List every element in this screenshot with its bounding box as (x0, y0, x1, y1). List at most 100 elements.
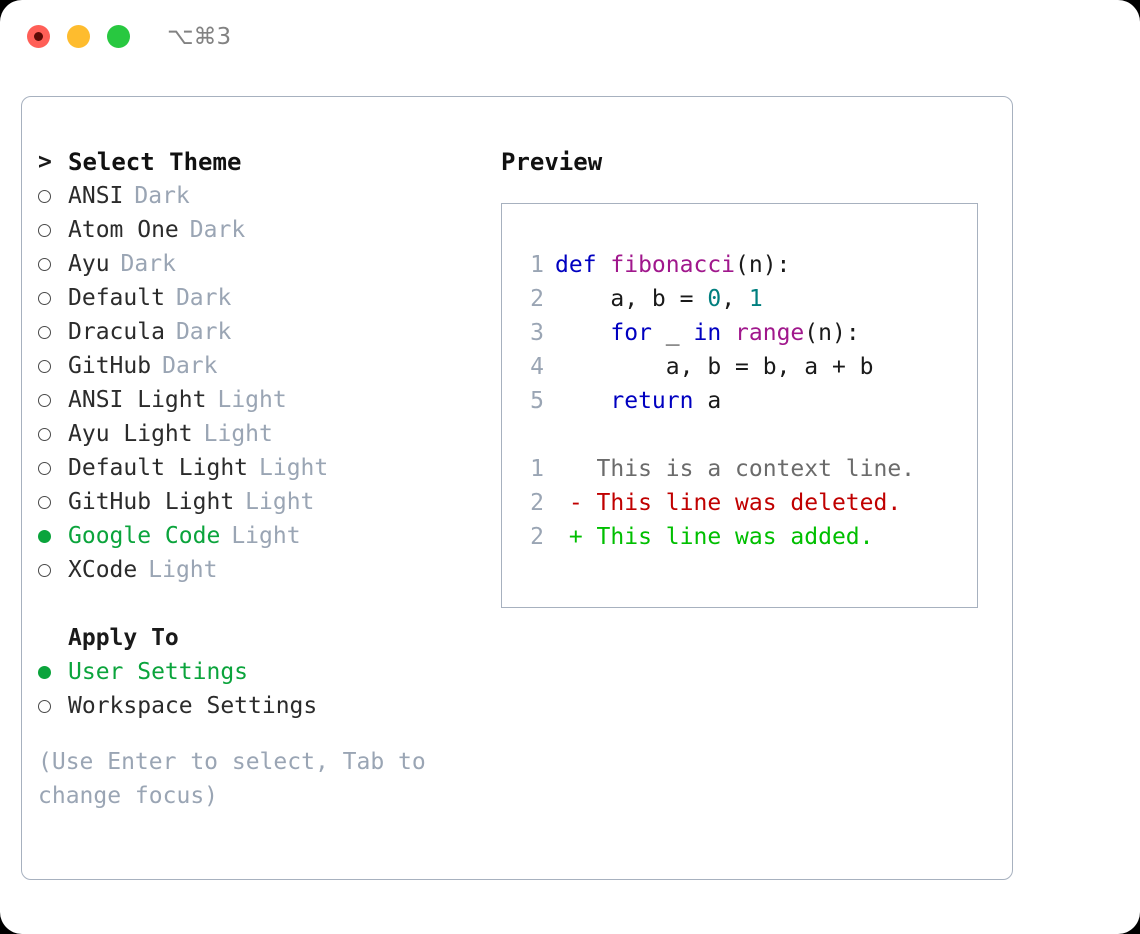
apply-to-option-workspace-settings[interactable]: Workspace Settings (38, 689, 488, 723)
code-token: a, b = (555, 286, 708, 312)
line-number: 5 (530, 388, 544, 414)
prompt-marker-icon: > (38, 149, 52, 175)
diff-line-del: 2 - This line was deleted. (518, 486, 915, 520)
code-token: fibonacci (610, 252, 736, 278)
keyboard-shortcut-label: ⌥⌘3 (167, 24, 232, 50)
theme-name: XCode (68, 557, 138, 583)
radio-unselected-icon (38, 359, 68, 373)
radio-glyph (38, 393, 51, 407)
theme-name: Default (68, 285, 165, 311)
theme-name: Google Code (68, 523, 221, 549)
zoom-button[interactable] (107, 25, 130, 48)
theme-option-ansi-light[interactable]: ANSI Light Light (38, 383, 488, 417)
line-number: 2 (530, 286, 544, 312)
theme-variant-badge: Dark (175, 319, 232, 345)
radio-unselected-icon (38, 461, 68, 475)
radio-unselected-icon (38, 393, 68, 407)
theme-variant-badge: Dark (134, 183, 190, 209)
code-token: , (721, 286, 749, 312)
radio-unselected-icon (38, 699, 68, 713)
theme-option-github[interactable]: GitHub Dark (38, 349, 488, 383)
preview-heading: Preview (501, 148, 603, 176)
code-token: (n): (804, 320, 860, 346)
radio-glyph (38, 427, 51, 441)
close-button[interactable] (27, 25, 50, 48)
code-token: (n): (735, 252, 791, 278)
minimize-button[interactable] (67, 25, 90, 48)
line-number: 2 (530, 490, 544, 516)
code-line: 5 return a (518, 384, 915, 418)
theme-name: Atom One (68, 217, 179, 243)
theme-variant-badge: Light (217, 387, 287, 413)
radio-unselected-icon (38, 291, 68, 305)
theme-option-dracula[interactable]: Dracula Dark (38, 315, 488, 349)
radio-glyph (38, 461, 51, 475)
radio-glyph (38, 665, 51, 679)
diff-line-add: 2 + This line was added. (518, 520, 915, 554)
diff-line-text: This is a context line. (555, 456, 916, 482)
code-token (555, 320, 610, 346)
radio-glyph (38, 189, 51, 203)
code-diff-separator (518, 418, 915, 452)
theme-option-xcode[interactable]: XCode Light (38, 553, 488, 587)
theme-name: Dracula (68, 319, 165, 345)
theme-option-google-code[interactable]: Google Code Light (38, 519, 488, 553)
list-spacer (38, 587, 488, 621)
title-bar: ⌥⌘3 (0, 0, 1140, 76)
window-controls (27, 25, 130, 48)
radio-unselected-icon (38, 563, 68, 577)
line-number: 4 (530, 354, 544, 380)
code-line: 2 a, b = 0, 1 (518, 282, 915, 316)
line-number: 3 (530, 320, 544, 346)
radio-unselected-icon (38, 189, 68, 203)
radio-glyph (38, 325, 51, 339)
radio-glyph (38, 359, 51, 373)
apply-to-label-text: User Settings (68, 659, 249, 685)
theme-variant-badge: Light (148, 557, 218, 583)
radio-unselected-icon (38, 257, 68, 271)
radio-selected-icon (38, 529, 68, 543)
diff-line-ctx: 1 This is a context line. (518, 452, 915, 486)
line-number: 2 (530, 524, 544, 550)
theme-option-ansi[interactable]: ANSI Dark (38, 179, 488, 213)
code-token (555, 388, 610, 414)
theme-variant-badge: Dark (162, 353, 218, 379)
radio-glyph (38, 699, 51, 713)
theme-name: ANSI (68, 183, 124, 209)
code-line: 3 for _ in range(n): (518, 316, 915, 350)
code-token: def (555, 252, 611, 278)
code-token: in (693, 320, 722, 346)
apply-to-heading: Apply To (38, 621, 488, 655)
theme-name: GitHub (68, 353, 152, 379)
code-token: 0 (707, 286, 722, 312)
line-number: 1 (530, 456, 544, 482)
code-token: a, b = b, a + b (555, 354, 874, 380)
apply-to-option-user-settings[interactable]: User Settings (38, 655, 488, 689)
theme-name: ANSI Light (68, 387, 207, 413)
theme-variant-badge: Dark (120, 251, 176, 277)
line-number: 1 (530, 252, 544, 278)
theme-variant-badge: Dark (189, 217, 246, 243)
radio-glyph (38, 223, 51, 237)
theme-variant-badge: Light (231, 523, 301, 549)
theme-variant-badge: Light (245, 489, 315, 515)
theme-variant-badge: Light (203, 421, 273, 447)
theme-variant-badge: Dark (175, 285, 232, 311)
theme-name: Default Light (68, 455, 249, 481)
code-token (721, 320, 735, 346)
code-token: return (610, 388, 694, 414)
radio-glyph (38, 291, 51, 305)
theme-option-atom-one[interactable]: Atom One Dark (38, 213, 488, 247)
theme-option-default[interactable]: Default Dark (38, 281, 488, 315)
